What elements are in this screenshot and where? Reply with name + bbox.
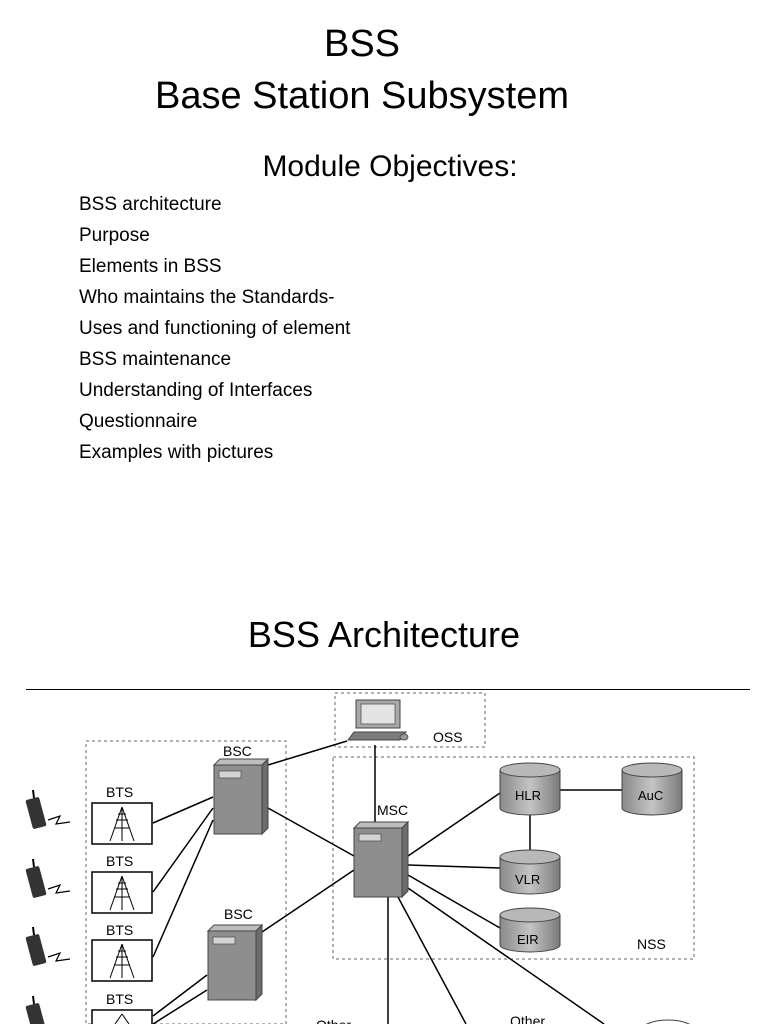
hlr-database-icon: HLR [499,762,561,816]
bss-group-box [85,740,287,1024]
page-title-line-1: BSS [323,23,401,65]
nss-label: NSS [637,936,666,952]
nss-group-box [332,756,695,960]
objective-item: Elements in BSS [79,256,222,277]
objective-item: BSS maintenance [79,349,232,370]
bss-architecture-diagram: BTS BTS BTS BTS BSC [25,692,695,1024]
bsc-label: BSC [223,743,252,759]
objective-item: Examples with pictures [79,442,274,463]
objective-item: Questionnaire [79,411,198,432]
bts-label: BTS [106,922,133,938]
computer-icon: OSS [347,699,463,745]
mobile-phone-icon [25,926,71,966]
objective-item: Understanding of Interfaces [79,380,313,401]
connection-lines [152,740,622,1024]
other-label: Other [316,1017,351,1024]
bsc-server-icon: BSC [212,743,270,836]
hlr-label: HLR [515,788,541,803]
bsc-server-icon: BSC [206,906,264,1002]
auc-database-icon: AuC [621,762,683,816]
msc-label: MSC [377,802,408,818]
objective-item: Uses and functioning of element [79,318,351,339]
eir-database-icon: EIR [499,907,561,953]
bsc-label: BSC [224,906,253,922]
divider-line [26,689,750,690]
mobile-phone-icon [25,995,47,1024]
vlr-label: VLR [515,872,540,887]
bts-station: BTS [91,922,153,982]
page-title-line-2: Base Station Subsystem [155,75,569,117]
bts-station: BTS [91,991,153,1024]
bts-label: BTS [106,991,133,1007]
vlr-database-icon: VLR [499,849,561,895]
bts-label: BTS [106,853,133,869]
eir-label: EIR [517,932,539,947]
bts-station: BTS [91,853,153,914]
bts-station: BTS [91,784,153,845]
mobile-phone-icon [25,858,71,898]
module-objectives-heading: Module Objectives: [262,150,518,183]
network-cloud-icon [645,1019,691,1024]
oss-group-box [334,692,486,748]
objective-item: Purpose [79,225,150,246]
msc-server-icon: MSC [352,802,410,899]
objective-item: Who maintains the Standards- [79,287,335,308]
objective-item: BSS architecture [79,194,222,215]
oss-label: OSS [433,729,463,745]
mobile-phone-icon [25,789,71,829]
auc-label: AuC [638,788,663,803]
architecture-title: BSS Architecture [247,614,521,655]
bts-label: BTS [106,784,133,800]
other-label: Other [510,1013,545,1024]
objectives-list: BSS architecture Purpose Elements in BSS… [79,193,350,472]
